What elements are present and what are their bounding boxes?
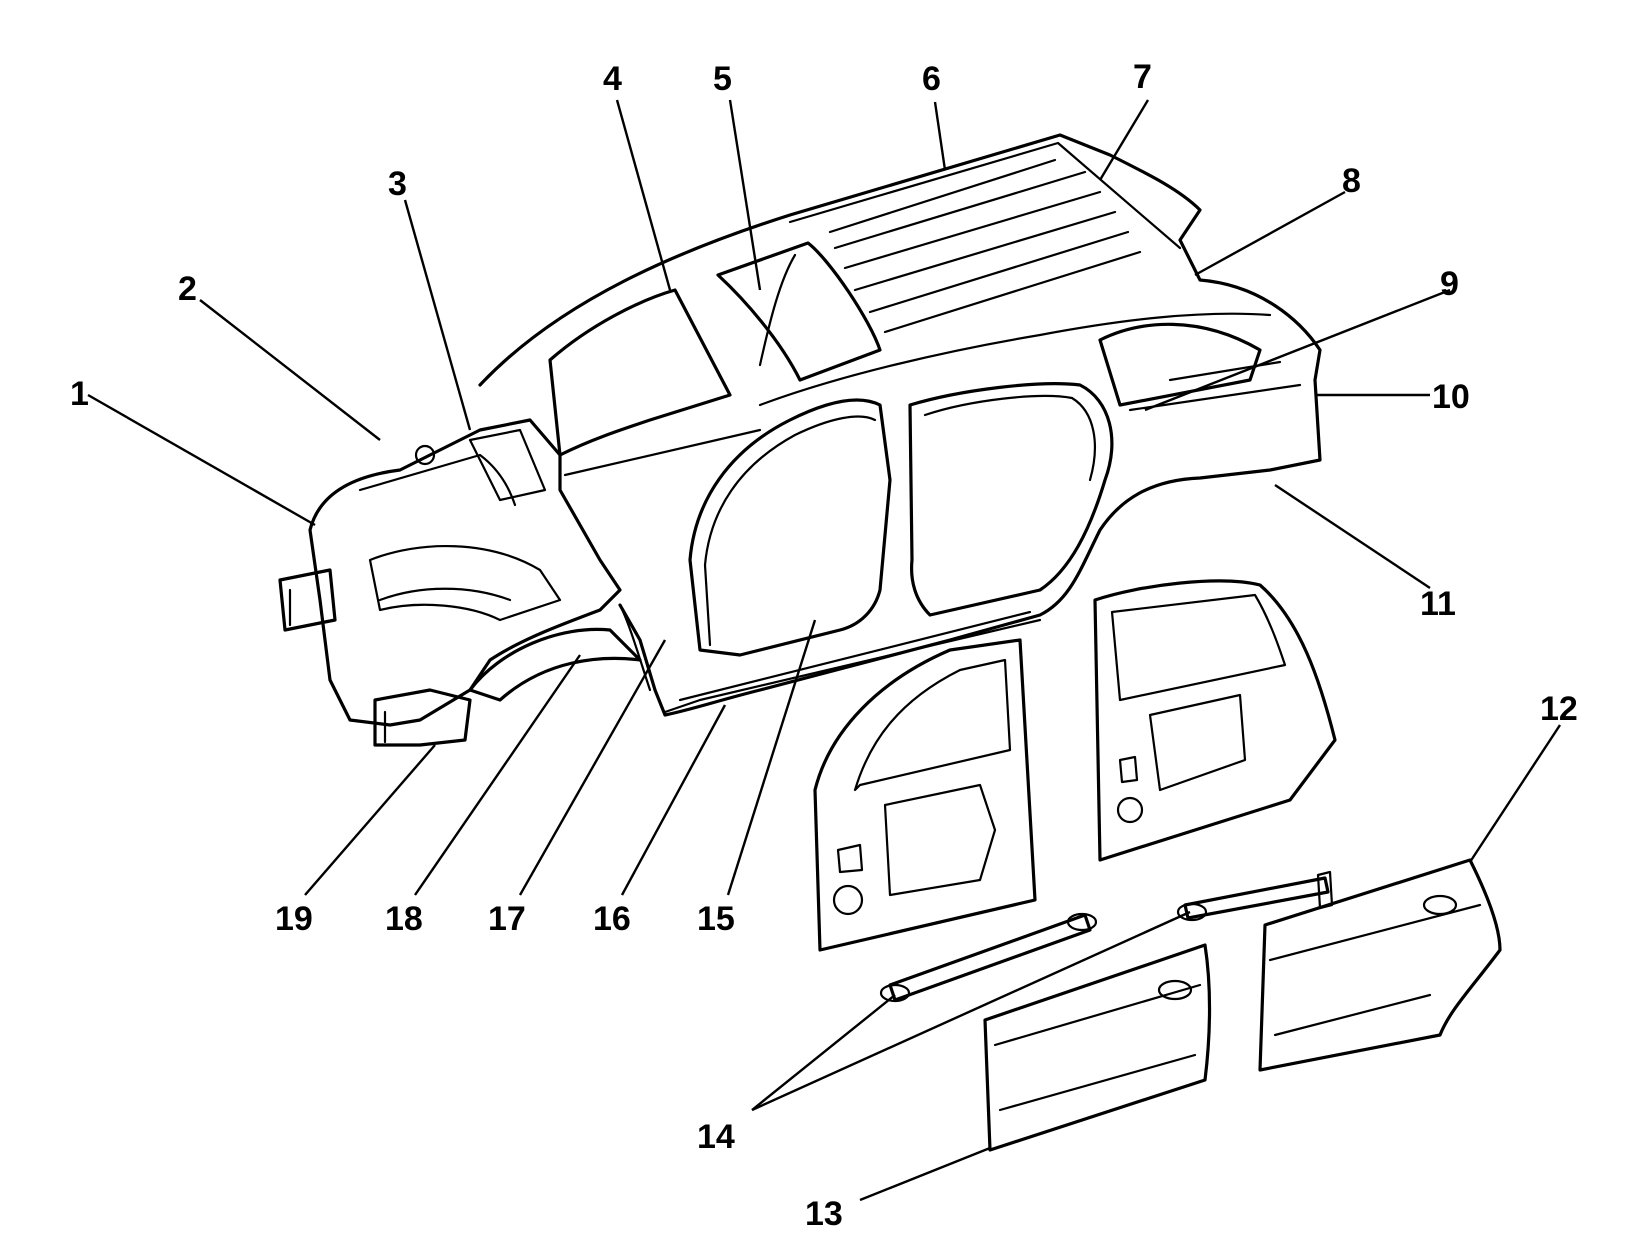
leader-14b xyxy=(751,910,1191,1112)
callout-10: 10 xyxy=(1432,378,1470,416)
front-wheelhouse xyxy=(468,627,642,702)
leader-19 xyxy=(304,744,436,896)
leader-17 xyxy=(518,639,667,896)
front-structure xyxy=(278,418,622,747)
callout-1: 1 xyxy=(70,375,89,413)
leader-lines xyxy=(87,99,1562,1202)
leader-5 xyxy=(728,99,762,291)
callout-14: 14 xyxy=(697,1118,735,1156)
callout-19: 19 xyxy=(275,900,313,938)
rocker-panel xyxy=(663,618,1042,714)
callout-5: 5 xyxy=(713,60,732,98)
rear-door-outer-panel xyxy=(1258,858,1502,1072)
callout-6: 6 xyxy=(922,60,941,98)
leader-15 xyxy=(726,619,817,896)
leader-14a xyxy=(751,994,896,1111)
callout-18: 18 xyxy=(385,900,423,938)
callout-3: 3 xyxy=(388,165,407,203)
sunroof-opening xyxy=(716,241,882,382)
leader-12 xyxy=(1468,724,1562,863)
lower-rail xyxy=(373,688,472,747)
leader-4 xyxy=(615,99,672,291)
callout-4: 4 xyxy=(603,60,622,98)
leader-9 xyxy=(1144,288,1451,412)
callout-12: 12 xyxy=(1540,690,1578,728)
callout-13: 13 xyxy=(805,1195,843,1233)
leader-16 xyxy=(620,704,727,896)
leader-18 xyxy=(414,654,581,896)
leader-2 xyxy=(199,299,381,441)
callout-16: 16 xyxy=(593,900,631,938)
leader-11 xyxy=(1274,484,1431,589)
rear-quarter-window xyxy=(1098,322,1262,407)
front-frame-rail xyxy=(278,568,337,632)
leader-6 xyxy=(933,101,947,171)
leader-1 xyxy=(87,393,316,527)
front-door-inner xyxy=(813,638,1037,952)
leader-13 xyxy=(859,1146,991,1202)
rear-door-inner xyxy=(1093,579,1337,862)
callout-11: 11 xyxy=(1420,585,1456,623)
front-door-outer-panel xyxy=(983,943,1212,1152)
leader-3 xyxy=(403,199,472,431)
callout-9: 9 xyxy=(1440,265,1459,303)
callout-labels: 1 2 3 4 5 6 7 8 9 10 11 12 13 14 15 16 1… xyxy=(70,58,1578,1233)
callout-17: 17 xyxy=(488,900,526,938)
callout-2: 2 xyxy=(178,270,197,308)
body-shell xyxy=(468,133,1322,717)
callout-7: 7 xyxy=(1133,58,1152,96)
callout-8: 8 xyxy=(1342,162,1361,200)
leader-7 xyxy=(1098,99,1150,181)
windshield-frame xyxy=(548,288,732,457)
front-door-opening xyxy=(688,398,892,657)
roof-ribs xyxy=(828,158,1142,334)
rear-door-opening xyxy=(908,382,1114,617)
callout-15: 15 xyxy=(697,900,735,938)
leader-8 xyxy=(1194,190,1346,277)
